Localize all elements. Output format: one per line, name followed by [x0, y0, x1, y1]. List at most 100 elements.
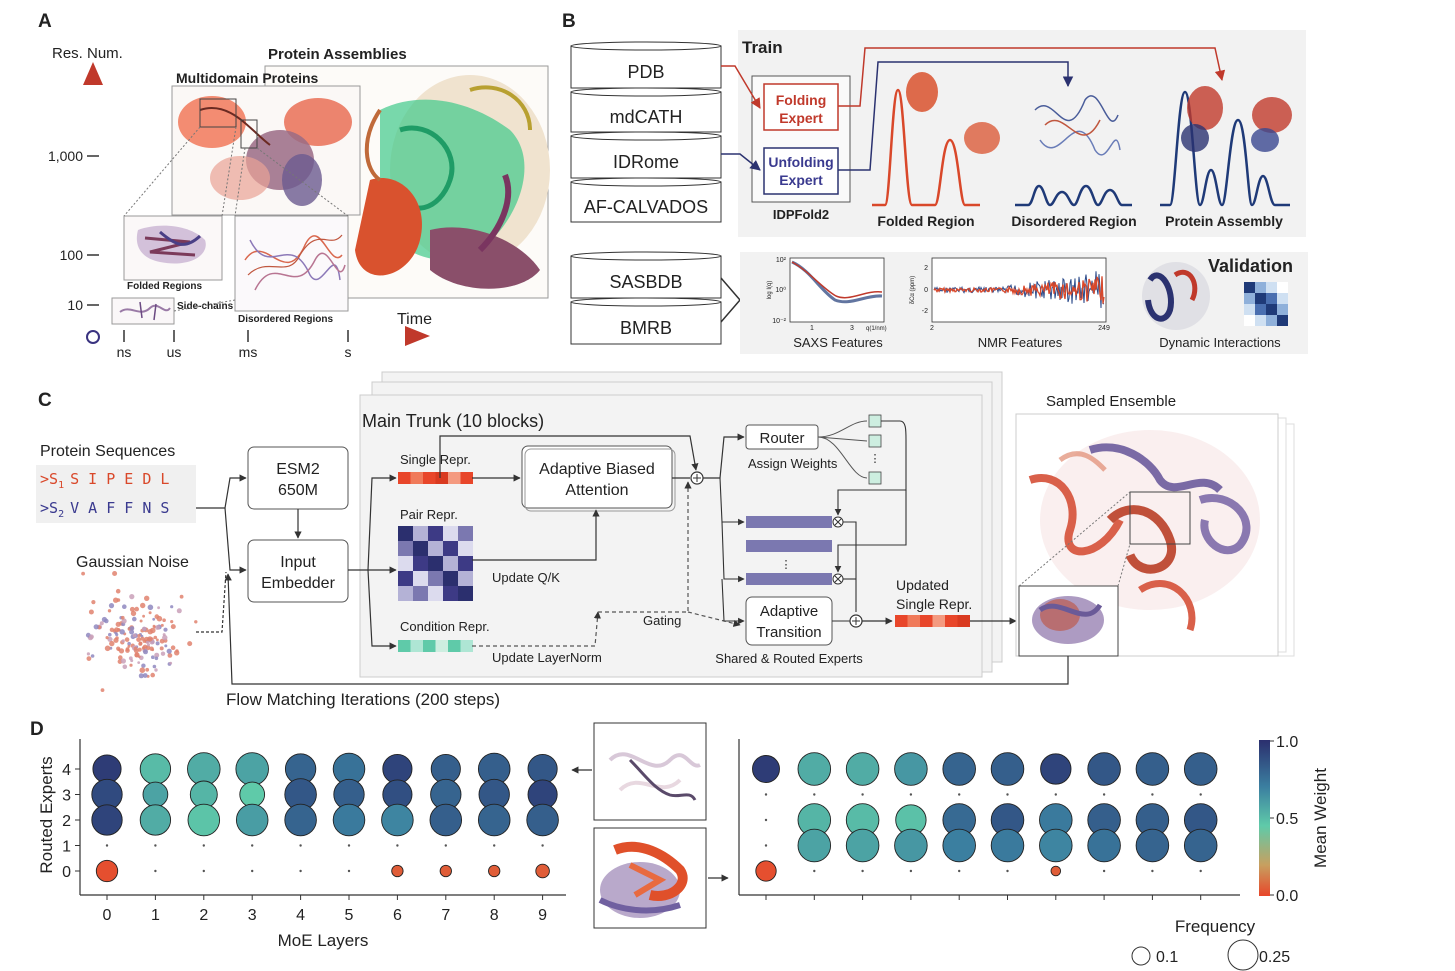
noise-point	[134, 653, 139, 658]
noise-point	[140, 636, 145, 641]
expert-point	[477, 803, 511, 837]
pair-cell	[413, 541, 428, 556]
x-tick-label: 3	[248, 907, 257, 924]
noise-point	[116, 598, 121, 602]
noise-point	[124, 637, 130, 642]
size-legend-small	[1131, 946, 1151, 966]
expert-point	[1199, 869, 1202, 873]
noise-point	[145, 667, 150, 672]
panel-b-letter: B	[562, 11, 576, 32]
noise-point	[129, 663, 133, 667]
noise-point	[136, 637, 142, 642]
folding-expert-box	[763, 83, 839, 131]
noise-point	[141, 646, 146, 650]
expert-point	[187, 752, 221, 786]
noise-point	[160, 651, 166, 656]
panel-d-letter: D	[30, 719, 44, 740]
noise-point	[107, 609, 112, 613]
db-afcalvados: AF-CALVADOS	[570, 177, 722, 223]
x-tick-us: us	[167, 344, 182, 360]
gating-label: Gating	[643, 613, 681, 628]
colorbar-tick-min: 0.0	[1276, 888, 1298, 905]
size-legend-large-label: 0.25	[1259, 949, 1290, 966]
pair-cell	[458, 556, 473, 571]
expert-point	[909, 793, 913, 796]
x-tick-label: 6	[393, 907, 402, 924]
noise-point	[147, 629, 153, 635]
expert-point	[1039, 828, 1073, 863]
heatmap-cell	[1277, 282, 1288, 293]
nmr-x-tick-start: 2	[930, 325, 934, 332]
expert-point	[1087, 752, 1121, 786]
nmr-y-tick-bottom: -2	[922, 308, 928, 315]
disordered-thumbnail-frame	[593, 722, 707, 821]
router-label: Router	[759, 430, 804, 447]
expert-point	[381, 803, 414, 837]
repr-cell	[448, 472, 461, 484]
expert-point	[154, 844, 157, 847]
assemblies-label: Protein Assemblies	[268, 46, 407, 63]
expert-point	[1102, 793, 1106, 796]
noise-point	[156, 615, 163, 622]
saxs-x-label: q(1/nm)	[866, 326, 887, 332]
heatmap-cell	[1244, 304, 1255, 315]
noise-point	[127, 641, 131, 646]
folded-protein-image	[906, 72, 1000, 154]
saxs-y-tick-mid: 10⁰	[775, 286, 786, 294]
x-tick-label: 5	[345, 907, 354, 924]
expert-point	[235, 752, 269, 786]
db-bmrb: BMRB	[570, 297, 722, 345]
noise-point	[86, 652, 90, 656]
disordered-thumbnail-image	[608, 752, 701, 801]
y-tick-label: 3	[62, 788, 71, 805]
noise-point	[99, 621, 104, 626]
heatmap-cell	[1255, 293, 1266, 304]
pair-cell	[443, 571, 458, 586]
repr-cell	[945, 615, 958, 627]
folded-structure-image	[136, 225, 206, 264]
disordered-structure-image	[244, 234, 346, 291]
expert-point	[1183, 752, 1218, 786]
noise-point	[129, 606, 135, 612]
expert-point	[1135, 828, 1170, 863]
saxs-plot: 10² 10⁰ 10⁻² log I(q) 1 3 q(1/nm)	[767, 257, 887, 332]
pair-cell	[458, 571, 473, 586]
panel-c: C Main Trunk (10 blocks) Protein Sequenc…	[36, 371, 1295, 709]
noise-point	[129, 629, 135, 635]
noise-point	[141, 663, 146, 668]
noise-point	[137, 634, 141, 638]
noise-point	[147, 643, 150, 647]
expert-point	[942, 828, 976, 863]
db-sasbdb: SASBDB	[570, 251, 722, 299]
noise-point	[170, 605, 174, 609]
noise-point	[155, 625, 161, 630]
expert-point	[990, 828, 1025, 863]
expert-point	[990, 752, 1025, 786]
x-tick-label: 8	[490, 907, 499, 924]
noise-point	[167, 653, 173, 658]
pair-cell	[398, 586, 413, 601]
db-sasbdb-label: SASBDB	[609, 272, 682, 292]
noise-point	[143, 649, 148, 655]
noise-point	[130, 659, 134, 663]
heatmap-cell	[1244, 293, 1255, 304]
pair-cell	[443, 586, 458, 601]
noise-point	[100, 688, 105, 692]
noise-point	[132, 616, 137, 622]
pair-cell	[413, 586, 428, 601]
esm2-line1: ESM2	[276, 461, 320, 478]
pair-cell	[458, 586, 473, 601]
noise-point	[144, 595, 150, 601]
nmr-y-label: δCα (ppm)	[910, 276, 916, 304]
x-tick-label: 9	[538, 907, 547, 924]
expert-point	[91, 804, 123, 836]
expert-point	[1151, 869, 1154, 873]
noise-point	[134, 606, 139, 612]
noise-point	[147, 604, 154, 611]
expert-point	[1183, 828, 1218, 863]
main-trunk-label: Main Trunk (10 blocks)	[362, 411, 544, 431]
noise-point	[129, 594, 135, 600]
panel-c-letter: C	[38, 390, 52, 411]
